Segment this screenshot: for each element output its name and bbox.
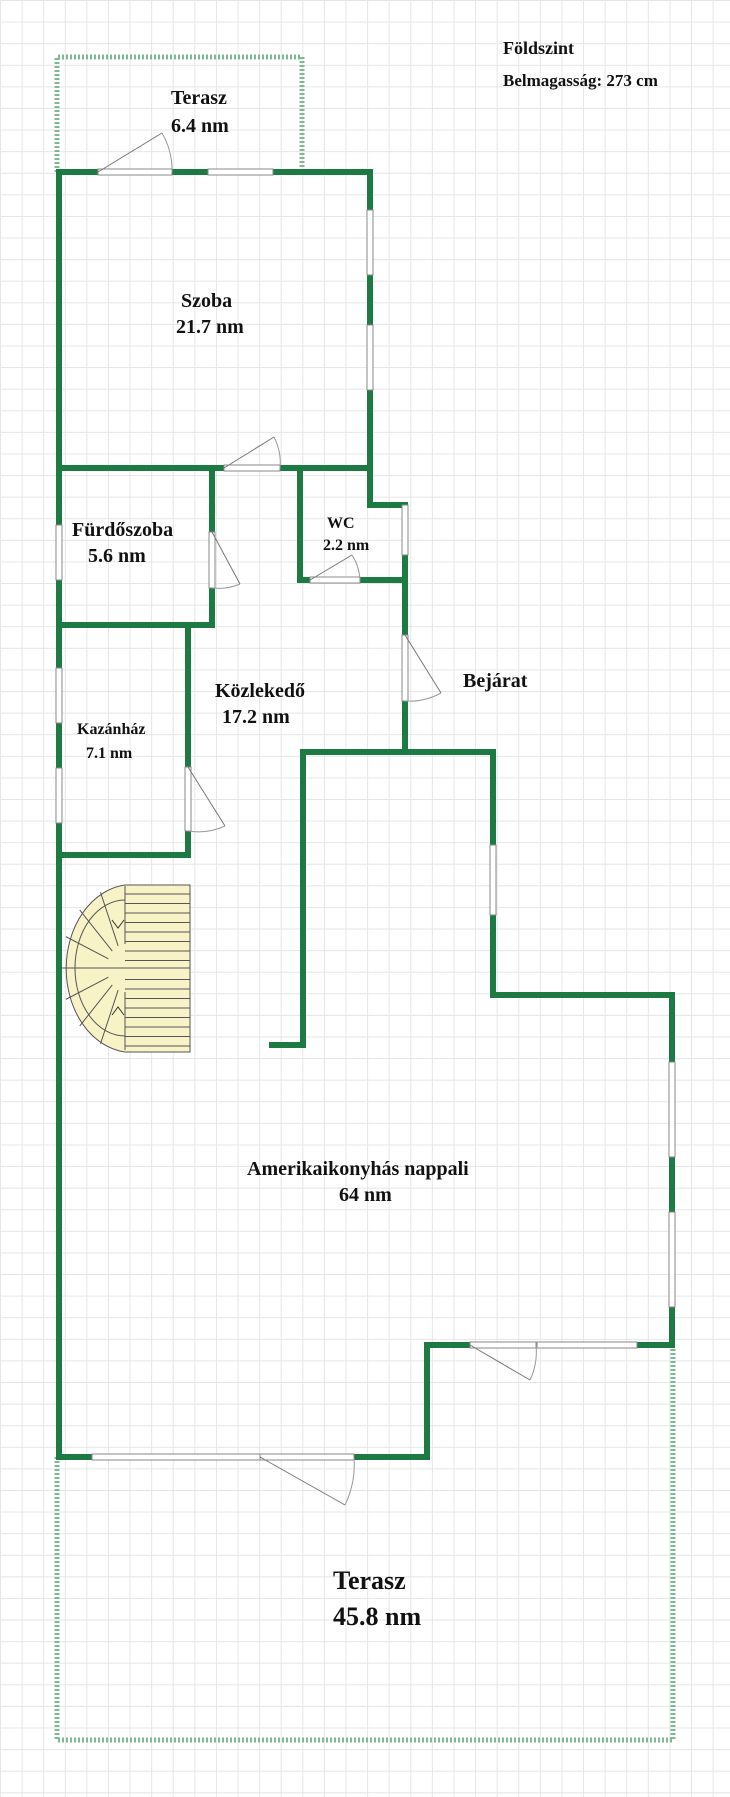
room-name-terasz-top: Terasz [171, 87, 227, 109]
kazanhaz-wall [56, 622, 191, 858]
door-living-east-terrace [469, 1341, 537, 1381]
labels: Földszint Belmagasság: 273 cm Terasz 6.4… [72, 38, 658, 1631]
door-furdoszoba [208, 531, 241, 589]
door-entrance [401, 634, 442, 702]
stair-winder [65, 936, 109, 960]
door-top-terrace [97, 132, 173, 176]
room-name-kazanhaz: Kazánház [77, 721, 145, 738]
room-area-terasz-top: 6.4 nm [171, 115, 229, 137]
stair-winder [65, 976, 109, 1000]
terrace-outlines [54, 54, 676, 1743]
windows [55, 168, 676, 1461]
door-living-main-terrace [259, 1453, 355, 1506]
window-kazanhaz-1 [55, 667, 63, 724]
window-living-east-2 [668, 1211, 676, 1308]
top-terrace-outline [54, 54, 305, 172]
window-kazanhaz-2 [55, 767, 63, 824]
entrance-label: Bejárat [463, 670, 528, 692]
walls [56, 169, 675, 1460]
door-szoba [223, 436, 281, 472]
room-area-szoba: 21.7 nm [176, 316, 244, 338]
room-area-terasz-bottom: 45.8 nm [333, 1602, 421, 1631]
stair-winder [100, 990, 119, 1044]
living-room-wall [56, 749, 675, 1460]
room-name-nappali: Amerikaikonyhás nappali [247, 1158, 469, 1180]
bottom-terrace-outline [54, 1347, 676, 1743]
window-furdoszoba [55, 524, 63, 581]
window-szoba-right-2 [366, 324, 374, 391]
wc-wall-right [367, 465, 408, 638]
level-title: Földszint [503, 38, 574, 58]
window-top-szoba [207, 168, 274, 176]
window-living-south-right [536, 1341, 638, 1349]
room-area-nappali: 64 nm [339, 1184, 392, 1206]
room-area-kazanhaz: 7.1 nm [86, 745, 133, 762]
stair-winder [100, 892, 119, 946]
room-name-terasz-bottom: Terasz [333, 1566, 406, 1595]
room-name-szoba: Szoba [181, 290, 232, 312]
staircase [60, 884, 191, 1053]
room-area-furdoszoba: 5.6 nm [88, 545, 146, 567]
room-name-kozlekedo: Közlekedő [215, 680, 305, 702]
window-living-east-1 [668, 1061, 676, 1158]
stair-winder [79, 984, 113, 1027]
window-living-south-left [91, 1453, 261, 1461]
room-area-wc: 2.2 nm [323, 537, 370, 554]
door-kazanhaz [184, 766, 226, 833]
door-wc [309, 554, 361, 584]
wc-wall-left [297, 465, 408, 583]
window-wc [401, 504, 409, 556]
ceiling-height: Belmagasság: 273 cm [503, 71, 658, 90]
room-name-wc: WC [327, 515, 355, 532]
window-szoba-right-1 [366, 209, 374, 276]
room-name-furdoszoba: Fürdőszoba [72, 519, 173, 541]
doors [97, 132, 537, 1506]
furdoszoba-wall [56, 465, 215, 628]
room-area-kozlekedo: 17.2 nm [222, 706, 290, 728]
stair-winder [79, 909, 113, 952]
window-living-right-upper [489, 844, 497, 916]
